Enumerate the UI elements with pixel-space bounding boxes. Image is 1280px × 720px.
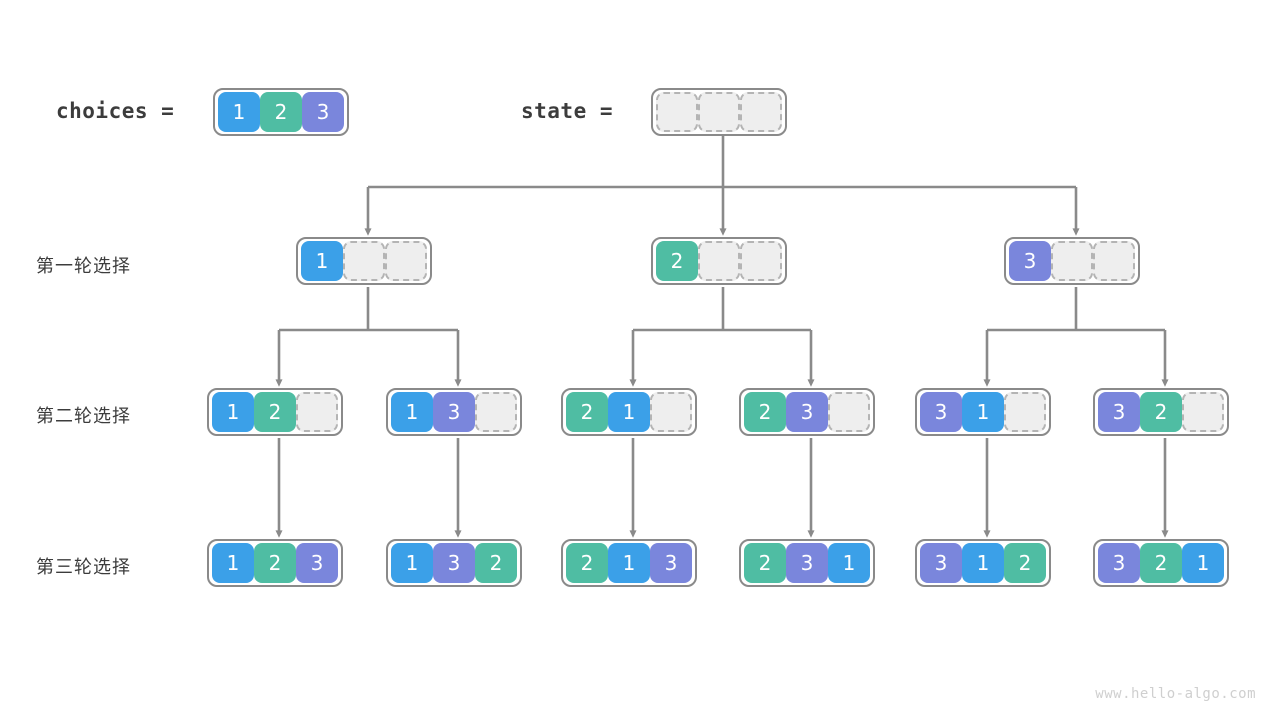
cell-empty <box>656 92 698 132</box>
cell-empty <box>828 392 870 432</box>
cell-value-1: 1 <box>608 543 650 583</box>
state-label: state = <box>521 99 614 123</box>
cell-empty <box>1051 241 1093 281</box>
state-node-3: 3 <box>1004 237 1140 285</box>
cell-value-1: 1 <box>391 392 433 432</box>
cell-value-2: 2 <box>475 543 517 583</box>
cell-value-1: 1 <box>1182 543 1224 583</box>
cell-empty <box>475 392 517 432</box>
cell-value-2: 2 <box>656 241 698 281</box>
cell-empty <box>740 92 782 132</box>
choices-label: choices = <box>56 99 175 123</box>
row-label-round-1: 第一轮选择 <box>36 256 131 277</box>
cell-value-3: 3 <box>1098 392 1140 432</box>
row-label-round-2: 第二轮选择 <box>36 406 131 427</box>
cell-empty <box>698 92 740 132</box>
cell-value-3: 3 <box>786 392 828 432</box>
cell-empty <box>650 392 692 432</box>
cell-value-1: 1 <box>828 543 870 583</box>
cell-value-2: 2 <box>1140 543 1182 583</box>
state-node-1: 1 <box>296 237 432 285</box>
cell-value-3: 3 <box>650 543 692 583</box>
cell-value-3: 3 <box>302 92 344 132</box>
cell-value-1: 1 <box>301 241 343 281</box>
cell-value-2: 2 <box>566 392 608 432</box>
cell-value-3: 3 <box>786 543 828 583</box>
cell-value-1: 1 <box>212 543 254 583</box>
cell-value-1: 1 <box>212 392 254 432</box>
row-label-round-3: 第三轮选择 <box>36 557 131 578</box>
cell-empty <box>1004 392 1046 432</box>
cell-value-1: 1 <box>391 543 433 583</box>
watermark: www.hello-algo.com <box>1095 686 1256 702</box>
state-array <box>651 88 787 136</box>
cell-empty <box>698 241 740 281</box>
cell-empty <box>296 392 338 432</box>
cell-value-1: 1 <box>218 92 260 132</box>
cell-empty <box>1093 241 1135 281</box>
cell-value-3: 3 <box>920 392 962 432</box>
cell-value-3: 3 <box>433 392 475 432</box>
cell-value-1: 1 <box>962 392 1004 432</box>
cell-value-2: 2 <box>744 543 786 583</box>
cell-value-3: 3 <box>433 543 475 583</box>
cell-value-2: 2 <box>1140 392 1182 432</box>
cell-empty <box>740 241 782 281</box>
cell-value-2: 2 <box>260 92 302 132</box>
cell-value-3: 3 <box>1098 543 1140 583</box>
cell-empty <box>385 241 427 281</box>
cell-value-2: 2 <box>1004 543 1046 583</box>
cell-value-1: 1 <box>608 392 650 432</box>
cell-empty <box>343 241 385 281</box>
cell-value-3: 3 <box>296 543 338 583</box>
state-node-2: 2 <box>651 237 787 285</box>
cell-value-2: 2 <box>254 392 296 432</box>
cell-value-2: 2 <box>744 392 786 432</box>
cell-value-2: 2 <box>254 543 296 583</box>
cell-value-3: 3 <box>920 543 962 583</box>
cell-value-2: 2 <box>566 543 608 583</box>
cell-value-3: 3 <box>1009 241 1051 281</box>
cell-value-1: 1 <box>962 543 1004 583</box>
cell-empty <box>1182 392 1224 432</box>
